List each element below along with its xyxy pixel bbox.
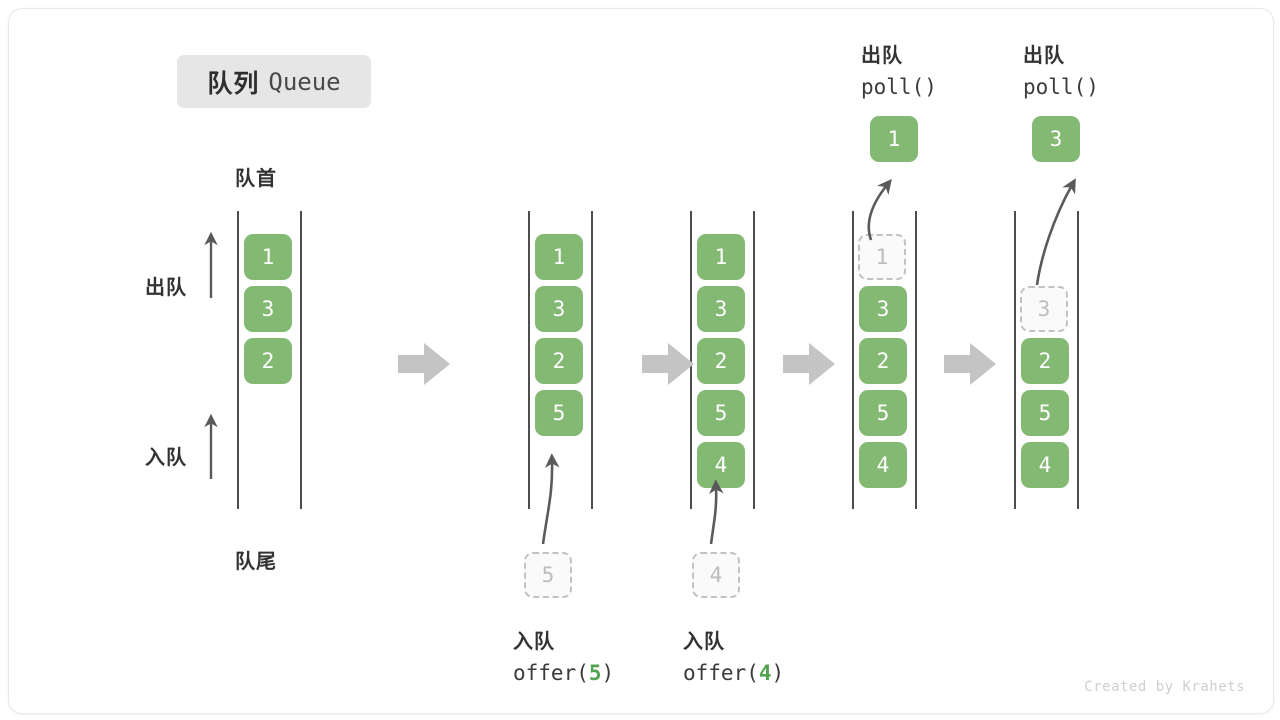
queue-rail-right-5 [1077,211,1079,509]
title-badge-cn: 队列 [207,69,260,98]
queue-rail-right-3 [753,211,755,509]
queue-cell: 3 [244,286,292,332]
step-separator-arrow [642,343,694,385]
queue-cell: 5 [1021,390,1069,436]
queue-cell: 1 [535,234,583,280]
title-badge-en: Queue [268,67,341,96]
rear-label: 队尾 [235,551,277,573]
popped-cell: 3 [1032,116,1080,162]
queue-cell: 4 [859,442,907,488]
step-separator-arrow [944,343,996,385]
diagram-card: 队列 Queue 出队 poll() 出队 poll() 队首 队尾 出队 入队… [8,8,1274,714]
queue-cell: 2 [697,338,745,384]
queue-rail-right-2 [591,211,593,509]
enqueue-arrow-5 [541,453,560,545]
queue-cell: 4 [1021,442,1069,488]
queue-cell: 4 [697,442,745,488]
queue-cell: 2 [859,338,907,384]
op-label-poll-1-code: poll() [861,75,937,99]
front-label: 队首 [235,168,277,190]
queue-cell: 2 [1021,338,1069,384]
queue-cell: 5 [535,390,583,436]
dequeued-ghost-cell: 1 [858,234,906,280]
queue-rail-right-4 [915,211,917,509]
queue-cell: 3 [859,286,907,332]
incoming-ghost-cell: 5 [524,552,572,598]
queue-rail-right-1 [300,211,302,509]
step-separator-arrow [783,343,835,385]
queue-rail-left-3 [690,211,692,509]
offer-2-num: 4 [758,661,772,685]
queue-cell: 5 [697,390,745,436]
op-label-offer-1-code: offer(5) [513,661,614,685]
queue-rail-left-1 [237,211,239,509]
incoming-ghost-cell: 4 [692,552,740,598]
arrow-overlay [204,178,1076,545]
dequeue-label: 出队 [145,277,187,299]
offer-2-post: ) [771,661,785,685]
enqueue-label: 入队 [145,447,187,469]
op-label-offer-1-cn: 入队 [513,631,555,653]
queue-rail-left-4 [852,211,854,509]
op-label-poll-2-cn: 出队 [1023,45,1065,67]
offer-1-num: 5 [588,661,602,685]
queue-cell: 1 [697,234,745,280]
title-badge: 队列 Queue [177,55,371,108]
queue-cell: 2 [535,338,583,384]
queue-cell: 3 [697,286,745,332]
offer-1-post: ) [601,661,615,685]
op-label-poll-2-code: poll() [1023,75,1099,99]
watermark: Created by Krahets [1084,679,1245,695]
queue-cell: 1 [244,234,292,280]
queue-cell: 3 [535,286,583,332]
op-label-offer-2-cn: 入队 [683,631,725,653]
queue-rail-left-5 [1014,211,1016,509]
step-separator-arrow [398,343,450,385]
queue-cell: 2 [244,338,292,384]
dequeue-arrow-1 [867,178,892,241]
queue-cell: 5 [859,390,907,436]
op-label-offer-2-code: offer(4) [683,661,784,685]
offer-1-pre: offer( [513,661,589,685]
enqueue-arrow-4 [709,479,724,545]
popped-cell: 1 [870,116,918,162]
dequeue-arrow-3 [1035,178,1076,286]
dequeued-ghost-cell: 3 [1020,286,1068,332]
queue-rail-left-2 [528,211,530,509]
offer-2-pre: offer( [683,661,759,685]
op-label-poll-1-cn: 出队 [861,45,903,67]
